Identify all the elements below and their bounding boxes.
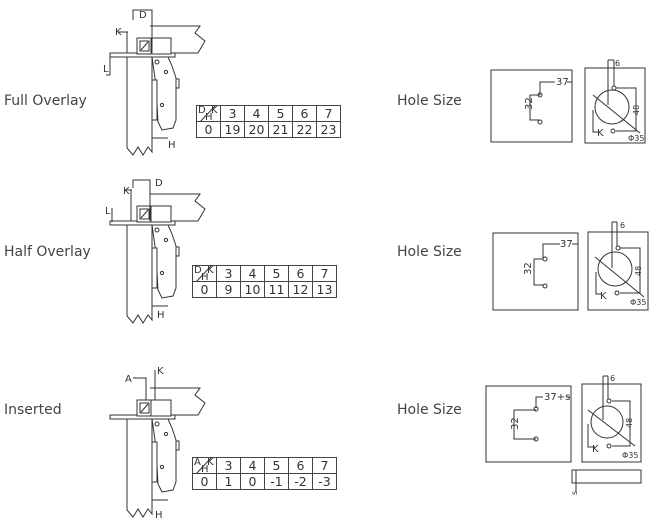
label-l: L (105, 206, 111, 217)
row-label: 0 (192, 473, 217, 490)
dim-k: K (597, 128, 604, 139)
label-h: H (155, 510, 163, 521)
k-value: 7 (312, 457, 337, 474)
table-value: 11 (264, 281, 289, 298)
hole-size-label: Hole Size (397, 244, 462, 260)
dim-vert: 32 (523, 262, 534, 275)
table-value: 1 (216, 473, 241, 490)
dim-top: 6 (615, 59, 620, 68)
table-corner: D H K (196, 105, 221, 123)
k-value: 6 (292, 105, 317, 122)
corner-top: A (194, 457, 201, 468)
dim-diameter: Φ35 (630, 298, 646, 307)
label-k: K (157, 366, 164, 377)
hole-size-label: Hole Size (397, 402, 462, 418)
label-k: K (123, 186, 130, 197)
table-value: 19 (220, 121, 245, 138)
dim-horiz: 37+s (544, 392, 570, 403)
k-value: 7 (316, 105, 341, 122)
k-value: 7 (312, 265, 337, 282)
hole-size-diagram-3: 37+s 32 6 48 K Φ35 s (485, 374, 642, 495)
table-value: 20 (244, 121, 269, 138)
dim-k: K (600, 291, 607, 302)
dim-horiz: 37 (556, 77, 569, 88)
dim-side: 48 (632, 105, 641, 115)
k-value: 4 (244, 105, 269, 122)
dim-s: s (570, 491, 579, 495)
dim-diameter: Φ35 (622, 451, 638, 460)
corner-bottom: H (201, 272, 209, 283)
section-title-inserted: Inserted (4, 402, 62, 418)
row-label: 0 (196, 121, 221, 138)
corner-right: K (207, 265, 214, 276)
corner-right: K (211, 105, 218, 116)
k-value: 6 (288, 265, 313, 282)
k-value: 5 (268, 105, 293, 122)
section-title-full-overlay: Full Overlay (4, 93, 87, 109)
corner-bottom: H (201, 464, 209, 475)
corner-top: D (194, 265, 202, 276)
table-value: 13 (312, 281, 337, 298)
label-k: K (115, 27, 122, 38)
dim-diameter: Φ35 (628, 134, 644, 143)
table-value: 23 (316, 121, 341, 138)
dim-side: 48 (634, 266, 643, 276)
label-h: H (168, 140, 176, 151)
dim-k: K (592, 444, 599, 455)
hinge-drawing-half-overlay: D K L H (105, 178, 206, 324)
label-d: D (139, 10, 147, 21)
hinge-drawing-inserted: A K H (109, 366, 206, 521)
hole-size-label: Hole Size (397, 93, 462, 109)
dim-side: 48 (625, 418, 634, 428)
k-value: 4 (240, 457, 265, 474)
label-h: H (157, 310, 165, 321)
label-l: L (103, 64, 109, 75)
table-value: -3 (312, 473, 337, 490)
label-a: A (125, 374, 132, 385)
corner-right: K (207, 457, 214, 468)
table-value: 10 (240, 281, 265, 298)
corner-top: D (198, 105, 206, 116)
table-value: 12 (288, 281, 313, 298)
k-value: 3 (216, 265, 241, 282)
table-value: 21 (268, 121, 293, 138)
table-corner: A H K (192, 457, 217, 475)
dim-vert: 32 (524, 97, 535, 110)
corner-bottom: H (205, 112, 213, 123)
k-value: 3 (220, 105, 245, 122)
k-value: 3 (216, 457, 241, 474)
table-value: -1 (264, 473, 289, 490)
table-value: 9 (216, 281, 241, 298)
dim-vert: 32 (510, 417, 521, 430)
dim-horiz: 37 (560, 239, 573, 250)
k-value: 5 (264, 457, 289, 474)
k-value: 4 (240, 265, 265, 282)
k-value: 5 (264, 265, 289, 282)
dim-top: 6 (610, 374, 615, 383)
table-corner: D H K (192, 265, 217, 283)
table-value: 0 (240, 473, 265, 490)
label-d: D (155, 178, 163, 189)
hole-size-diagram-2: 37 32 6 48 K Φ35 (492, 221, 649, 311)
hole-size-diagram-1: 37 32 6 48 K Φ35 (490, 59, 646, 144)
k-value: 6 (288, 457, 313, 474)
table-value: 22 (292, 121, 317, 138)
dim-top: 6 (620, 221, 625, 230)
section-title-half-overlay: Half Overlay (4, 244, 91, 260)
hinge-drawing-full-overlay: D K L H (103, 9, 206, 156)
table-value: -2 (288, 473, 313, 490)
row-label: 0 (192, 281, 217, 298)
